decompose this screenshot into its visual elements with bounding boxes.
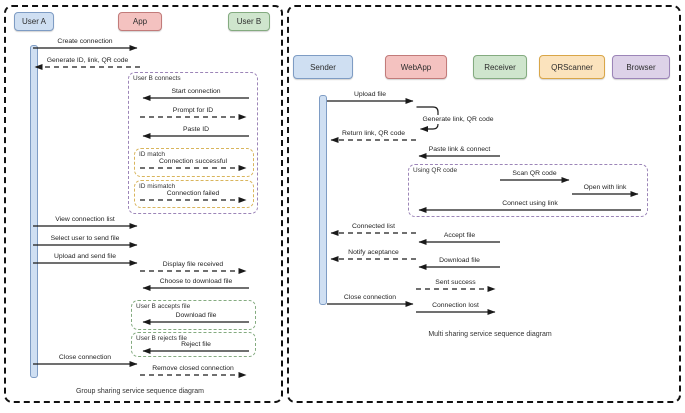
message-label: Scan QR code <box>512 170 557 177</box>
message-label: Paste ID <box>182 126 210 133</box>
message-label: Return link, QR code <box>341 130 406 137</box>
actor-user-b: User B <box>228 12 270 31</box>
fragment-label: User B connects <box>133 75 181 82</box>
fragment-user-b-connects <box>128 72 258 214</box>
message-label: Connect using link <box>502 200 558 207</box>
caption-multi-sharing: Multi sharing service sequence diagram <box>428 331 552 338</box>
self-message-label: Generate link, QR code <box>421 115 495 124</box>
message-label: Connection failed <box>166 190 220 197</box>
message-label: Open with link <box>583 184 627 191</box>
message-label: Display file received <box>162 261 224 268</box>
message-label: Choose to download file <box>159 278 233 285</box>
message-label: Download file <box>439 257 480 264</box>
message-label: Upload and send file <box>54 253 116 260</box>
caption-group-sharing: Group sharing service sequence diagram <box>75 388 205 395</box>
message-label: Upload file <box>353 91 387 98</box>
actor-sender: Sender <box>293 55 353 79</box>
actor-webapp: WebApp <box>385 55 447 79</box>
message-label: Start connection <box>171 88 221 95</box>
fragment-label: ID mismatch <box>139 183 176 190</box>
fragment-label: ID match <box>139 151 166 158</box>
message-label: Reject file <box>181 341 211 348</box>
fragment-label: User B accepts file <box>136 303 191 310</box>
fragment-user-b-accepts-file <box>131 300 256 330</box>
message-label: Prompt for ID <box>172 107 214 114</box>
message-label: Paste link & connect <box>428 146 491 153</box>
actor-receiver: Receiver <box>473 55 527 79</box>
fragment-label: User B rejects file <box>136 335 187 342</box>
message-label: Connection lost <box>432 302 479 309</box>
actor-browser: Browser <box>612 55 670 79</box>
message-label: Remove closed connection <box>152 365 234 372</box>
actor-qrscanner: QRScanner <box>539 55 605 79</box>
message-label: View connection list <box>55 216 115 223</box>
message-label: Connected list <box>351 223 396 230</box>
fragment-id-match <box>134 148 254 177</box>
message-label: Select user to send file <box>50 235 120 242</box>
message-label: Close connection <box>58 354 112 361</box>
message-label: Generate ID, link, QR code <box>46 57 129 64</box>
fragment-user-b-rejects-file <box>131 332 256 357</box>
message-label: Sent success <box>435 279 476 286</box>
actor-user-a: User A <box>14 12 54 31</box>
fragment-using-qr-code <box>408 164 648 217</box>
fragment-id-mismatch <box>134 180 254 208</box>
panel-group-sharing <box>4 5 283 403</box>
message-label: Accept file <box>443 232 476 239</box>
message-label: Notify aceptance <box>348 249 399 256</box>
fragment-label: Using QR code <box>413 167 458 174</box>
message-label: Download file <box>175 312 217 319</box>
actor-app: App <box>118 12 162 31</box>
message-label: Create connection <box>57 38 113 45</box>
message-label: Close connection <box>343 294 397 301</box>
message-label: Connection successful <box>158 158 228 165</box>
